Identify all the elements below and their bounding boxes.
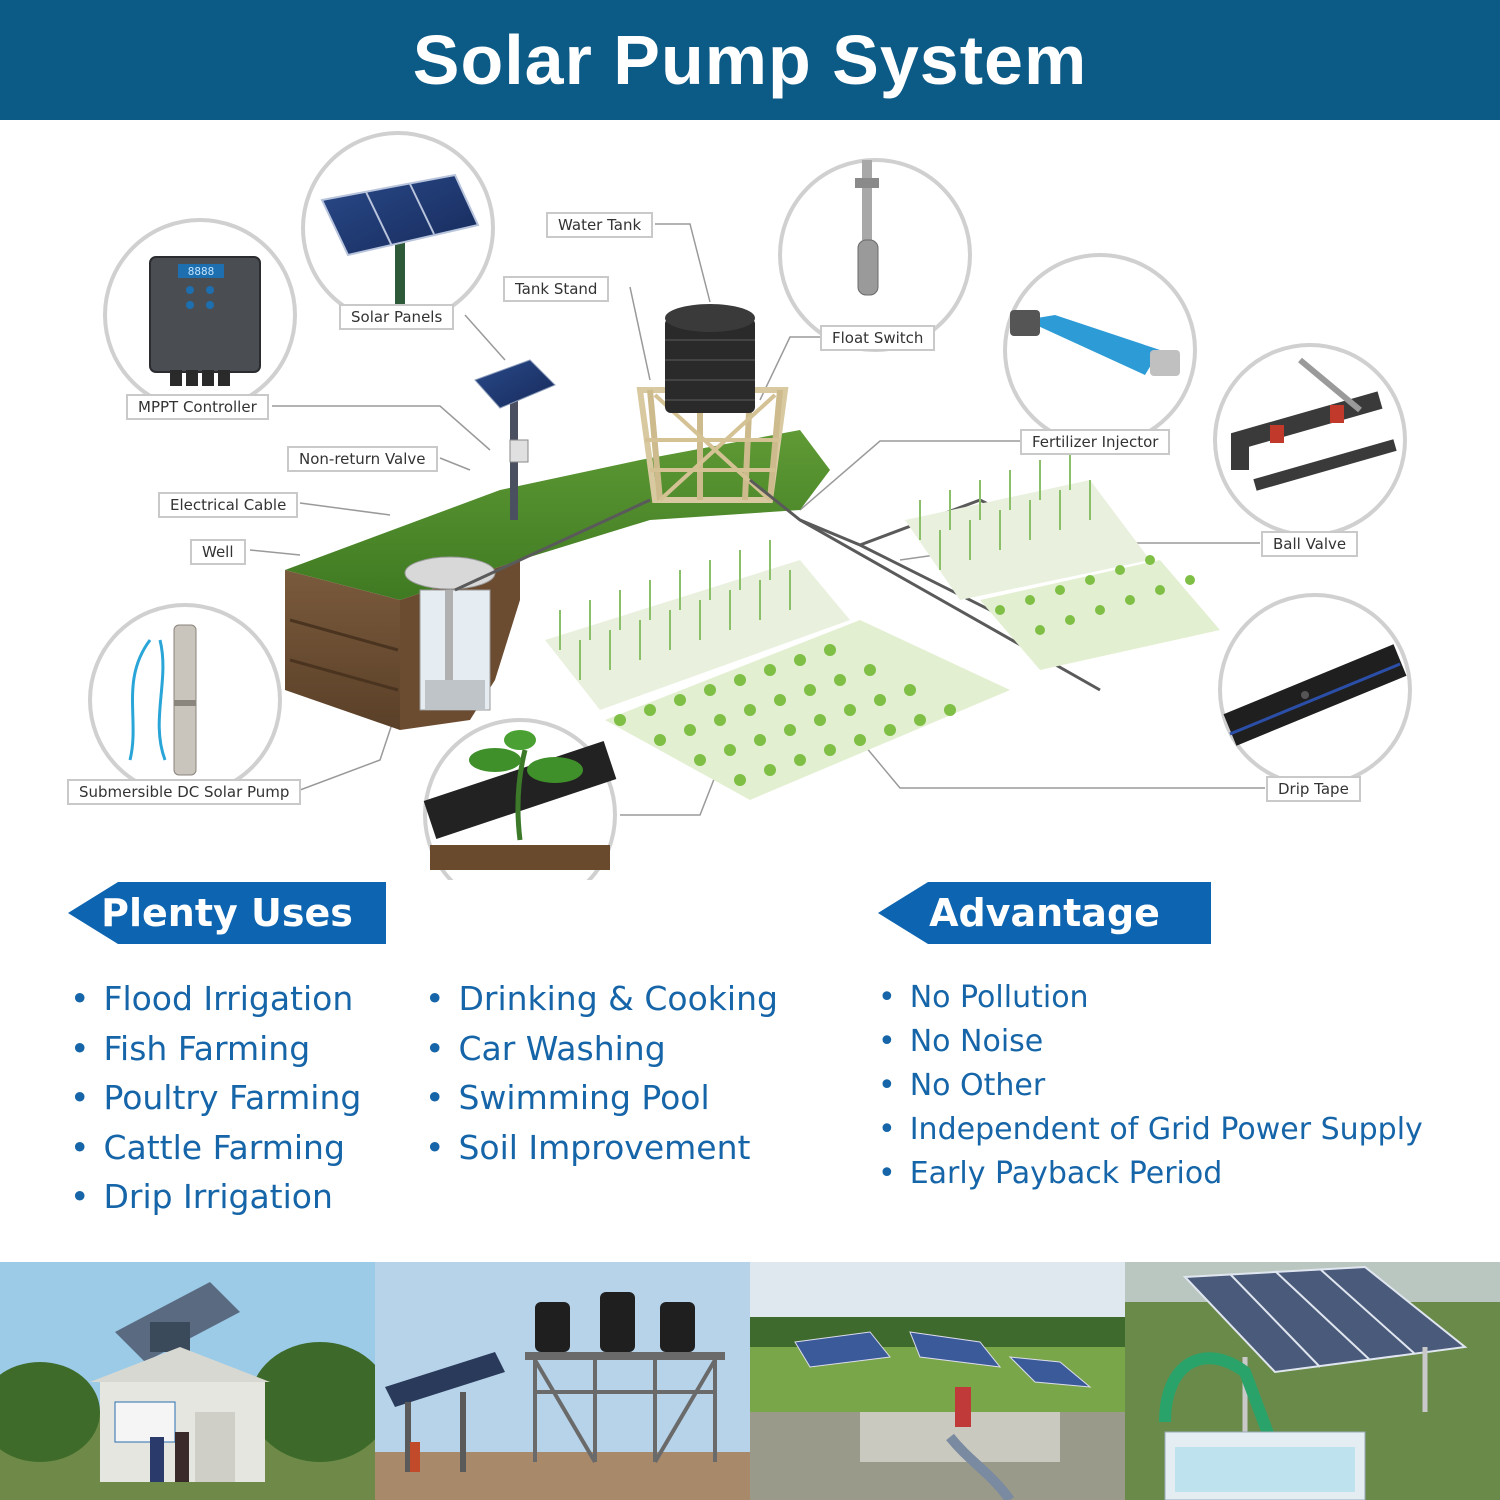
seedling-inset	[423, 730, 617, 870]
label-ball-valve: Ball Valve	[1261, 531, 1359, 557]
tank-and-stand	[636, 304, 789, 503]
label-electrical-cable: Electrical Cable	[158, 492, 299, 518]
label-solar-panels: Solar Panels	[339, 304, 455, 330]
ground-illustration	[285, 430, 830, 730]
uses-list-col1: Flood Irrigation Fish Farming Poultry Fa…	[70, 974, 361, 1222]
uses-heading: Plenty Uses	[68, 882, 386, 944]
fertilizer-injector-inset	[1010, 310, 1180, 376]
list-item: Cattle Farming	[70, 1123, 361, 1173]
list-item: Early Payback Period	[878, 1152, 1423, 1196]
page-header: Solar Pump System	[0, 0, 1500, 120]
advantage-heading-text: Advantage	[929, 891, 1160, 935]
photo-water-kiosk	[0, 1262, 375, 1500]
photo-strip	[0, 1262, 1500, 1500]
label-tank-stand: Tank Stand	[503, 276, 610, 302]
float-switch-inset	[855, 160, 879, 296]
label-non-return-valve: Non-return Valve	[287, 446, 438, 472]
system-diagram: 8888	[0, 120, 1500, 880]
list-item: No Noise	[878, 1020, 1423, 1064]
uses-list-col2: Drinking & Cooking Car Washing Swimming …	[425, 974, 778, 1173]
submersible-pump-inset	[128, 624, 197, 776]
label-drip-tape: Drip Tape	[1266, 776, 1361, 802]
solar-panel-small	[474, 359, 556, 520]
list-item: Poultry Farming	[70, 1073, 361, 1123]
label-fertilizer-injector: Fertilizer Injector	[1020, 429, 1171, 455]
list-item: Drip Irrigation	[70, 1172, 361, 1222]
label-float-switch: Float Switch	[820, 325, 936, 351]
drip-tape-inset	[1223, 644, 1407, 746]
list-item: Soil Improvement	[425, 1123, 778, 1173]
list-item: No Pollution	[878, 976, 1423, 1020]
advantage-heading: Advantage	[878, 882, 1211, 944]
crop-fields	[545, 450, 1220, 800]
list-item: Car Washing	[425, 1024, 778, 1074]
diagram-illustration: 8888	[88, 131, 1412, 880]
list-item: Swimming Pool	[425, 1073, 778, 1123]
list-item: Independent of Grid Power Supply	[878, 1108, 1423, 1152]
label-submersible-pump: Submersible DC Solar Pump	[67, 779, 302, 805]
label-mppt-controller: MPPT Controller	[126, 394, 269, 420]
list-item: Flood Irrigation	[70, 974, 361, 1024]
mppt-controller-inset: 8888	[149, 256, 261, 386]
controller-display: 8888	[188, 265, 215, 278]
photo-water-towers	[375, 1262, 750, 1500]
solar-panels-inset	[320, 173, 480, 310]
advantage-list: No Pollution No Noise No Other Independe…	[878, 976, 1423, 1196]
photo-field-installation	[750, 1262, 1125, 1500]
ball-valve-inset	[1231, 357, 1397, 491]
list-item: No Other	[878, 1064, 1423, 1108]
page-title: Solar Pump System	[412, 21, 1088, 99]
uses-heading-text: Plenty Uses	[101, 891, 353, 935]
list-item: Fish Farming	[70, 1024, 361, 1074]
label-water-tank: Water Tank	[546, 212, 654, 238]
list-item: Drinking & Cooking	[425, 974, 777, 1024]
label-well: Well	[190, 539, 246, 565]
photo-panel-water-tank	[1125, 1262, 1500, 1500]
